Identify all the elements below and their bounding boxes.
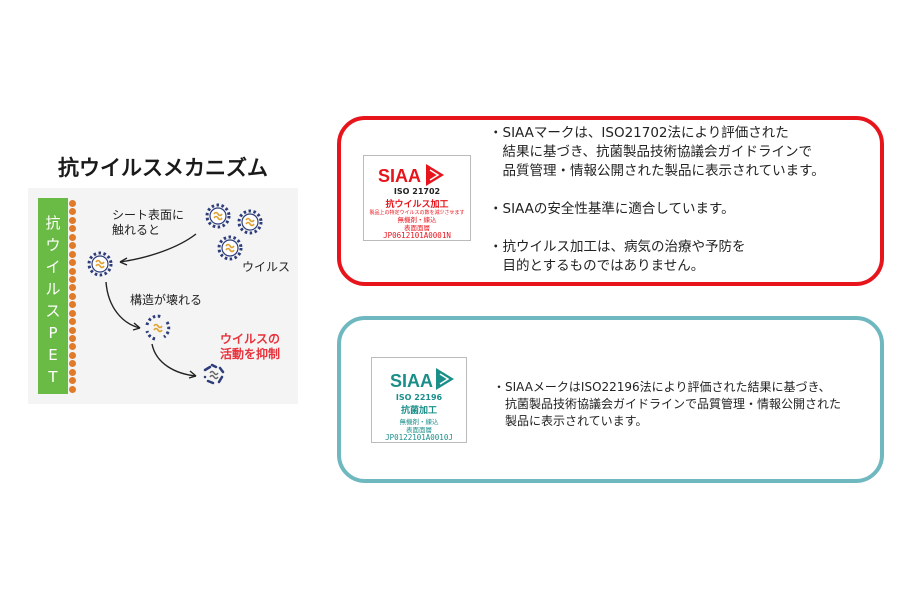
bullet-line: ・SIAAマークは、ISO21702法により評価された: [489, 125, 789, 141]
surface-particles: [69, 200, 77, 394]
surface-particle: [69, 335, 76, 342]
bullet-line: ・SIAAメークはISO22196法により評価された結果に基づき、: [493, 380, 831, 394]
label-touch-surface: シート表面に 触れると: [112, 208, 185, 237]
label-virus: ウイルス: [242, 260, 291, 274]
surface-particle: [69, 377, 76, 385]
bullet-line: 目的とするものではありません。: [489, 258, 705, 274]
surface-particle: [69, 208, 76, 216]
logo-line1: 無機剤・練込: [399, 418, 439, 426]
bullet-spacer: [489, 219, 825, 238]
label-suppress-activity: ウイルスの 活動を抑制: [220, 332, 281, 361]
siaa-brand: SIAA: [378, 166, 422, 186]
bullet-line: 抗菌製品技術協議会ガイドラインで品質管理・情報公開された: [493, 397, 842, 411]
surface-particle: [69, 267, 76, 275]
surface-particle: [69, 259, 76, 267]
surface-particle: [69, 250, 76, 258]
siaa-antibacterial-panel: SIAA ISO 22196 抗菌加工 無機剤・練込 表面面層 JP012210…: [337, 316, 884, 483]
siaa-brand: SIAA: [390, 371, 434, 391]
surface-particle: [69, 326, 76, 334]
mechanism-illustration: [87, 203, 263, 385]
mechanism-title: 抗ウイルスメカニズム: [58, 156, 268, 180]
siaa-mark-icon: [436, 368, 454, 390]
logo-line2: 表面面層: [404, 224, 430, 232]
surface-particle: [69, 284, 76, 292]
mechanism-diagram: 抗 ウ イ ル ス P E T: [28, 188, 298, 404]
registration-code: JP0612101A0001N: [383, 231, 451, 240]
logo-line1: 無機剤・練込: [397, 216, 437, 224]
surface-particle: [69, 233, 76, 241]
surface-particle: [69, 200, 76, 207]
surface-particle: [69, 275, 76, 283]
surface-particle: [69, 301, 76, 309]
surface-particle: [69, 368, 76, 376]
siaa-mark-icon: [426, 164, 444, 186]
virus-fragments-icon: [203, 363, 225, 385]
bullet-line: 品質管理・情報公開された製品に表示されています。: [489, 163, 825, 179]
surface-particle: [69, 242, 76, 250]
siaa-antiviral-logo: SIAA ISO 21702 抗ウイルス加工 製品上の特定ウイルスの数を減少させ…: [363, 155, 471, 241]
virus-attached-icon: [87, 251, 113, 277]
bullet-spacer: [489, 181, 825, 200]
virus-icon: [205, 203, 231, 229]
surface-particle: [69, 309, 76, 317]
surface-particle: [69, 385, 76, 393]
pet-label: 抗 ウ イ ル ス P E T: [45, 214, 61, 386]
logo-note: 製品上の特定ウイルスの数を減少させます: [369, 210, 465, 216]
virus-icon: [237, 209, 263, 235]
treatment-type: 抗菌加工: [400, 406, 437, 416]
virus-icon: [217, 235, 243, 261]
surface-particle: [69, 292, 76, 300]
registration-code: JP0122101A0010J: [385, 433, 453, 442]
surface-particle: [69, 318, 76, 326]
siaa-antiviral-panel: SIAA ISO 21702 抗ウイルス加工 製品上の特定ウイルスの数を減少させ…: [337, 116, 884, 286]
surface-particle: [69, 216, 76, 224]
iso-standard: ISO 22196: [395, 393, 443, 402]
bullet-line: 結果に基づき、抗菌製品技術協議会ガイドラインで: [489, 144, 813, 160]
surface-particle: [69, 225, 76, 233]
virus-broken-icon: [145, 314, 171, 341]
surface-particle: [69, 351, 76, 359]
siaa-antibacterial-logo: SIAA ISO 22196 抗菌加工 無機剤・練込 表面面層 JP012210…: [371, 357, 467, 443]
antibacterial-description: ・SIAAメークはISO22196法により評価された結果に基づき、 抗菌製品技術…: [493, 379, 841, 430]
antiviral-description: ・SIAAマークは、ISO21702法により評価された 結果に基づき、抗菌製品技…: [489, 124, 825, 276]
iso-standard: ISO 21702: [393, 187, 441, 196]
logo-line2: 表面面層: [406, 426, 432, 434]
bullet-line: ・抗ウイルス加工は、病気の治療や予防を: [489, 239, 746, 255]
bullet-line: 製品に表示されています。: [493, 414, 648, 428]
label-structure-broken: 構造が壊れる: [130, 293, 203, 307]
treatment-type: 抗ウイルス加工: [385, 200, 449, 210]
bullet-line: ・SIAAの安全性基準に適合しています。: [489, 201, 735, 217]
antiviral-pet-layer: 抗 ウ イ ル ス P E T: [38, 198, 68, 394]
surface-particle: [69, 343, 76, 351]
surface-particle: [69, 360, 76, 368]
